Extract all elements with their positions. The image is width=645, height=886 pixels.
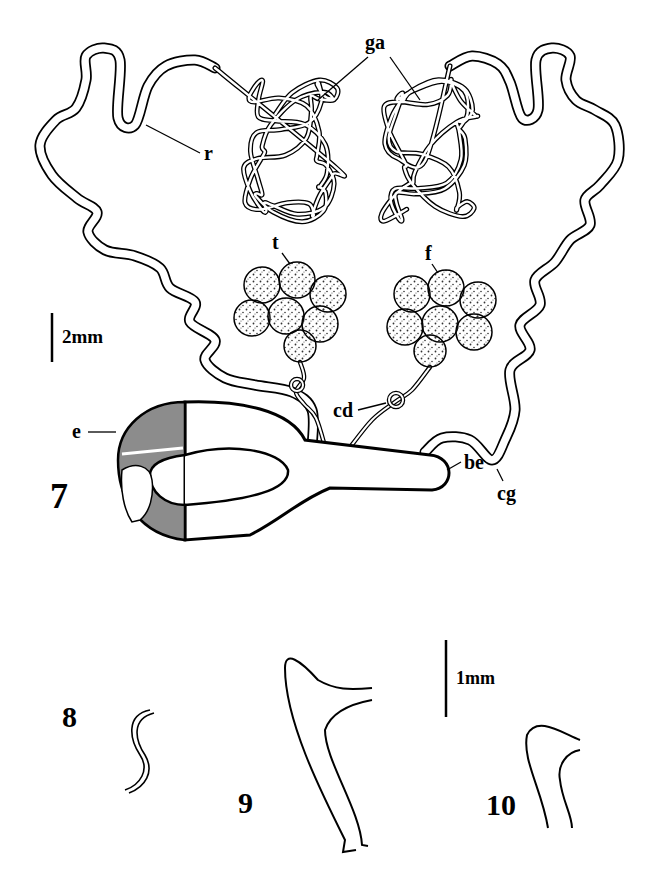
coil-outline xyxy=(389,393,403,407)
leader-line xyxy=(358,403,386,410)
leader-line xyxy=(390,57,420,100)
part-label: r xyxy=(204,143,213,163)
leader-line xyxy=(146,125,200,153)
figure-number: 9 xyxy=(238,788,253,818)
membranous-region xyxy=(121,466,152,522)
label-holder: 1mm xyxy=(456,669,495,687)
label-holder: 2mm xyxy=(62,327,103,346)
accessory-gland-lumen xyxy=(381,66,478,221)
label-holder: r xyxy=(204,143,213,163)
label-holder: 10 xyxy=(486,790,516,820)
scale-bars xyxy=(52,313,446,717)
label-holder: 7 xyxy=(50,478,68,514)
part-label: be xyxy=(464,452,484,472)
scale-label: 2mm xyxy=(62,327,103,346)
vas-deferens-lumen xyxy=(348,367,430,450)
accessory-gland-tangles xyxy=(215,66,478,222)
part-label: f xyxy=(425,243,432,263)
follicle xyxy=(456,314,492,350)
sclerite-9 xyxy=(285,659,372,852)
label-holder: f xyxy=(425,243,432,263)
label-holder: be xyxy=(464,452,484,472)
white-stripe xyxy=(122,448,183,454)
label-holder: e xyxy=(72,421,81,441)
scale-bar xyxy=(445,640,448,717)
sclerotized-region xyxy=(118,402,185,540)
label-holder: ga xyxy=(365,32,385,52)
coil-outline xyxy=(291,379,303,391)
duct-inner xyxy=(185,449,288,505)
label-holder: 8 xyxy=(62,702,77,732)
sclerite-10 xyxy=(559,750,580,828)
accessory-gland-lumen xyxy=(215,68,345,222)
follicle xyxy=(244,267,280,303)
coil-inner xyxy=(291,379,303,391)
leader-line xyxy=(318,57,368,100)
gland-tube-lumen xyxy=(40,48,314,448)
figures-8-10 xyxy=(125,659,580,852)
follicle xyxy=(414,335,446,367)
follicle xyxy=(428,270,464,306)
follicle xyxy=(234,300,270,336)
figure-number: 8 xyxy=(62,702,77,732)
leader-line xyxy=(447,462,461,470)
follicle xyxy=(394,276,430,312)
part-label: cg xyxy=(497,483,516,503)
testis-follicles xyxy=(234,262,496,367)
accessory-gland-outline xyxy=(381,66,478,221)
leader-line xyxy=(497,469,503,481)
part-label: e xyxy=(72,421,81,441)
follicle xyxy=(460,282,496,318)
sclerite-10 xyxy=(526,726,580,828)
sclerite-8 xyxy=(129,713,154,793)
accessory-gland-outline xyxy=(215,68,345,222)
follicle xyxy=(387,309,423,345)
figure-number: 10 xyxy=(486,790,516,820)
part-label: cd xyxy=(333,400,353,420)
ejaculatory-duct xyxy=(118,402,449,540)
gland-tube-lumen xyxy=(425,48,619,460)
leader-lines xyxy=(88,57,503,481)
part-label: ga xyxy=(365,32,385,52)
vasa-deferentia xyxy=(291,362,430,450)
scale-bar xyxy=(51,313,54,362)
sclerite-9 xyxy=(325,700,372,846)
label-holder: t xyxy=(272,232,279,252)
part-label: t xyxy=(272,232,279,252)
label-holder: 9 xyxy=(238,788,253,818)
scale-label: 1mm xyxy=(456,669,495,687)
figure-number: 7 xyxy=(50,478,68,514)
leader-line xyxy=(88,431,116,432)
tubes xyxy=(40,48,619,460)
vas-deferens-outline xyxy=(348,367,430,450)
leader-line xyxy=(282,253,290,264)
gland-tube-outline xyxy=(40,48,314,448)
coil-inner xyxy=(389,393,403,407)
label-holder: cd xyxy=(333,400,353,420)
follicle xyxy=(268,298,304,334)
leader-line xyxy=(432,264,438,273)
follicle xyxy=(284,330,316,362)
gland-tube-outline xyxy=(425,48,619,460)
bulb-outline xyxy=(185,402,449,540)
label-holder: cg xyxy=(497,483,516,503)
